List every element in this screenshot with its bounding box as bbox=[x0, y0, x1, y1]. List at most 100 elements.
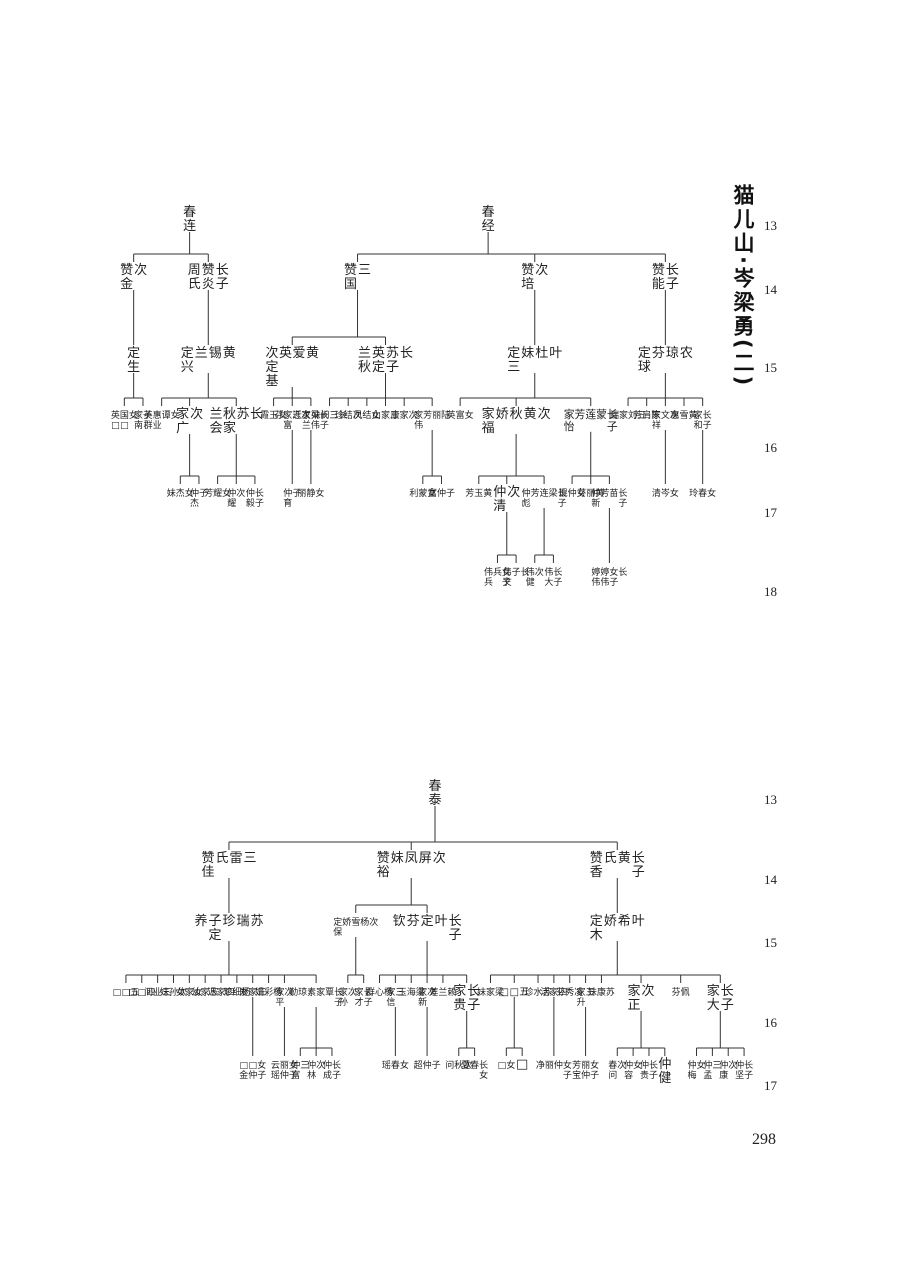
svg-text:净: 净 bbox=[536, 1059, 545, 1071]
svg-text:次: 次 bbox=[353, 409, 362, 421]
svg-text:仲: 仲 bbox=[283, 487, 292, 499]
svg-text:珍: 珍 bbox=[335, 409, 344, 421]
svg-text:长: 长 bbox=[320, 409, 329, 421]
svg-text:会: 会 bbox=[210, 421, 223, 436]
svg-text:女: 女 bbox=[278, 409, 287, 421]
svg-text:仲: 仲 bbox=[227, 487, 236, 499]
svg-text:娟: 娟 bbox=[255, 986, 264, 998]
svg-text:子: 子 bbox=[386, 360, 399, 375]
svg-text:海: 海 bbox=[407, 986, 416, 998]
svg-text:黄: 黄 bbox=[483, 487, 492, 499]
generation-number: 15 bbox=[764, 360, 777, 375]
person-entry: 次家广 bbox=[176, 406, 203, 436]
svg-text:富: 富 bbox=[456, 409, 465, 421]
svg-text:家: 家 bbox=[134, 409, 143, 421]
person-entry: 女岑清 bbox=[652, 487, 679, 499]
svg-text:珍: 珍 bbox=[223, 986, 232, 998]
svg-text:超: 超 bbox=[414, 1059, 423, 1071]
svg-text:琨: 琨 bbox=[559, 488, 568, 499]
svg-text:子: 子 bbox=[320, 420, 329, 431]
svg-text:次: 次 bbox=[642, 983, 655, 999]
svg-text:氏: 氏 bbox=[215, 851, 228, 866]
svg-text:家: 家 bbox=[316, 986, 325, 998]
svg-text:春: 春 bbox=[391, 1059, 400, 1071]
svg-text:兰: 兰 bbox=[195, 346, 208, 361]
svg-text:仲: 仲 bbox=[437, 487, 446, 499]
person-entry: 四家迟 bbox=[208, 986, 235, 998]
svg-text:长: 长 bbox=[250, 407, 263, 422]
svg-text:祥: 祥 bbox=[652, 419, 661, 431]
svg-text:长: 长 bbox=[339, 409, 348, 421]
svg-text:家: 家 bbox=[486, 986, 495, 998]
page-title: 猫儿山·岑梁勇(二) bbox=[731, 184, 755, 389]
svg-text:梁: 梁 bbox=[495, 986, 504, 998]
svg-text:家: 家 bbox=[549, 986, 558, 998]
svg-text:芳: 芳 bbox=[572, 1059, 581, 1071]
svg-text:春: 春 bbox=[470, 1059, 479, 1071]
svg-text:端: 端 bbox=[610, 409, 619, 421]
svg-text:子: 子 bbox=[502, 577, 511, 588]
svg-text:健: 健 bbox=[658, 1071, 671, 1086]
svg-text:玉: 玉 bbox=[398, 987, 407, 998]
svg-text:妹: 妹 bbox=[588, 986, 597, 998]
svg-text:芬: 芬 bbox=[672, 987, 681, 998]
svg-text:仲: 仲 bbox=[568, 487, 577, 499]
svg-text:炎: 炎 bbox=[202, 277, 215, 292]
svg-text:勤: 勤 bbox=[289, 986, 298, 998]
svg-text:子: 子 bbox=[467, 998, 480, 1013]
svg-text:女: 女 bbox=[502, 566, 511, 578]
person-entry: 黄玉芳 bbox=[465, 487, 492, 499]
svg-text:春: 春 bbox=[482, 205, 495, 220]
svg-text:仲: 仲 bbox=[246, 487, 255, 499]
generation-number: 17 bbox=[764, 1078, 777, 1093]
svg-text:屏: 屏 bbox=[419, 851, 432, 866]
svg-text:定: 定 bbox=[590, 914, 603, 929]
person-entry: □ bbox=[516, 1057, 528, 1072]
svg-text:梁: 梁 bbox=[311, 409, 320, 421]
svg-text:子: 子 bbox=[609, 577, 618, 588]
svg-text:钦: 钦 bbox=[393, 914, 406, 929]
generation-number: 17 bbox=[764, 505, 777, 520]
svg-text:兰: 兰 bbox=[302, 419, 311, 431]
svg-text:仲: 仲 bbox=[735, 1059, 744, 1071]
svg-text:黄: 黄 bbox=[689, 409, 698, 421]
svg-text:长: 长 bbox=[332, 1059, 341, 1071]
person-entry: 女结凤 bbox=[353, 409, 380, 421]
svg-text:容: 容 bbox=[624, 1069, 633, 1081]
person-entry: 三赞国 bbox=[344, 263, 371, 292]
svg-text:珍: 珍 bbox=[525, 986, 534, 998]
svg-text:莲: 莲 bbox=[429, 986, 438, 998]
svg-text:长: 长 bbox=[400, 346, 413, 361]
svg-text:子: 子 bbox=[590, 1070, 599, 1081]
svg-text:家: 家 bbox=[223, 420, 236, 436]
svg-text:基: 基 bbox=[265, 374, 278, 389]
svg-text:伟: 伟 bbox=[600, 576, 609, 588]
svg-text:能: 能 bbox=[652, 277, 665, 292]
svg-text:家: 家 bbox=[414, 409, 423, 421]
svg-text:婷: 婷 bbox=[600, 566, 609, 578]
svg-text:长: 长 bbox=[721, 984, 734, 999]
svg-text:长: 长 bbox=[703, 409, 712, 421]
svg-text:娇: 娇 bbox=[604, 914, 617, 929]
svg-text:子: 子 bbox=[512, 567, 521, 578]
svg-text:长: 长 bbox=[521, 566, 530, 578]
svg-text:玉: 玉 bbox=[474, 488, 483, 499]
svg-text:兵: 兵 bbox=[493, 566, 502, 578]
svg-text:三: 三 bbox=[162, 988, 171, 998]
svg-text:仲: 仲 bbox=[658, 1057, 671, 1072]
svg-text:苏: 苏 bbox=[543, 986, 552, 998]
svg-text:黄: 黄 bbox=[306, 346, 319, 361]
svg-text:周: 周 bbox=[188, 263, 201, 278]
person-entry: 次家正 bbox=[628, 983, 655, 1013]
svg-text:仲: 仲 bbox=[280, 1069, 289, 1081]
svg-text:女: 女 bbox=[400, 1059, 409, 1071]
svg-text:仲: 仲 bbox=[624, 1059, 633, 1071]
svg-text:瑶: 瑶 bbox=[382, 1059, 391, 1071]
